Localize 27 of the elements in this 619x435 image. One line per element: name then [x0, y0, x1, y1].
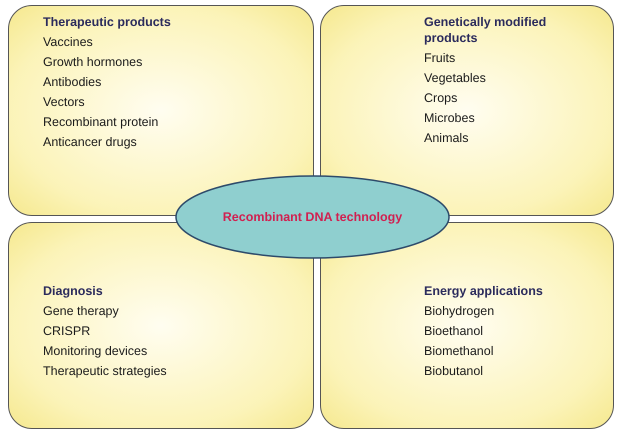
list-item: Gene therapy — [43, 303, 120, 320]
list-item: Biobutanol — [424, 363, 484, 380]
list-item: Anticancer drugs — [43, 134, 138, 151]
category-panel — [320, 222, 614, 429]
panel-heading: Therapeutic products — [43, 14, 172, 30]
panel-heading: Energy applications — [424, 283, 544, 299]
category-panel — [8, 222, 314, 429]
list-item: Growth hormones — [43, 54, 144, 71]
list-item: Vaccines — [43, 34, 94, 51]
ellipse-node — [175, 175, 450, 259]
list-item: Therapeutic strategies — [43, 363, 168, 380]
list-item: Biomethanol — [424, 343, 494, 360]
list-item: Antibodies — [43, 74, 102, 91]
list-item: Monitoring devices — [43, 343, 148, 360]
list-item: Crops — [424, 90, 458, 107]
list-item: Microbes — [424, 110, 476, 127]
list-item: Animals — [424, 130, 470, 147]
list-item: Biohydrogen — [424, 303, 496, 320]
center-title: Recombinant DNA technology — [222, 210, 402, 224]
panel-heading: Diagnosis — [43, 283, 104, 299]
list-item: Vectors — [43, 94, 86, 111]
panel-heading: Genetically modified products — [424, 14, 548, 46]
list-item: Fruits — [424, 50, 456, 67]
list-item: Vegetables — [424, 70, 487, 87]
list-item: CRISPR — [43, 323, 92, 340]
list-item: Bioethanol — [424, 323, 484, 340]
list-item: Recombinant protein — [43, 114, 160, 131]
